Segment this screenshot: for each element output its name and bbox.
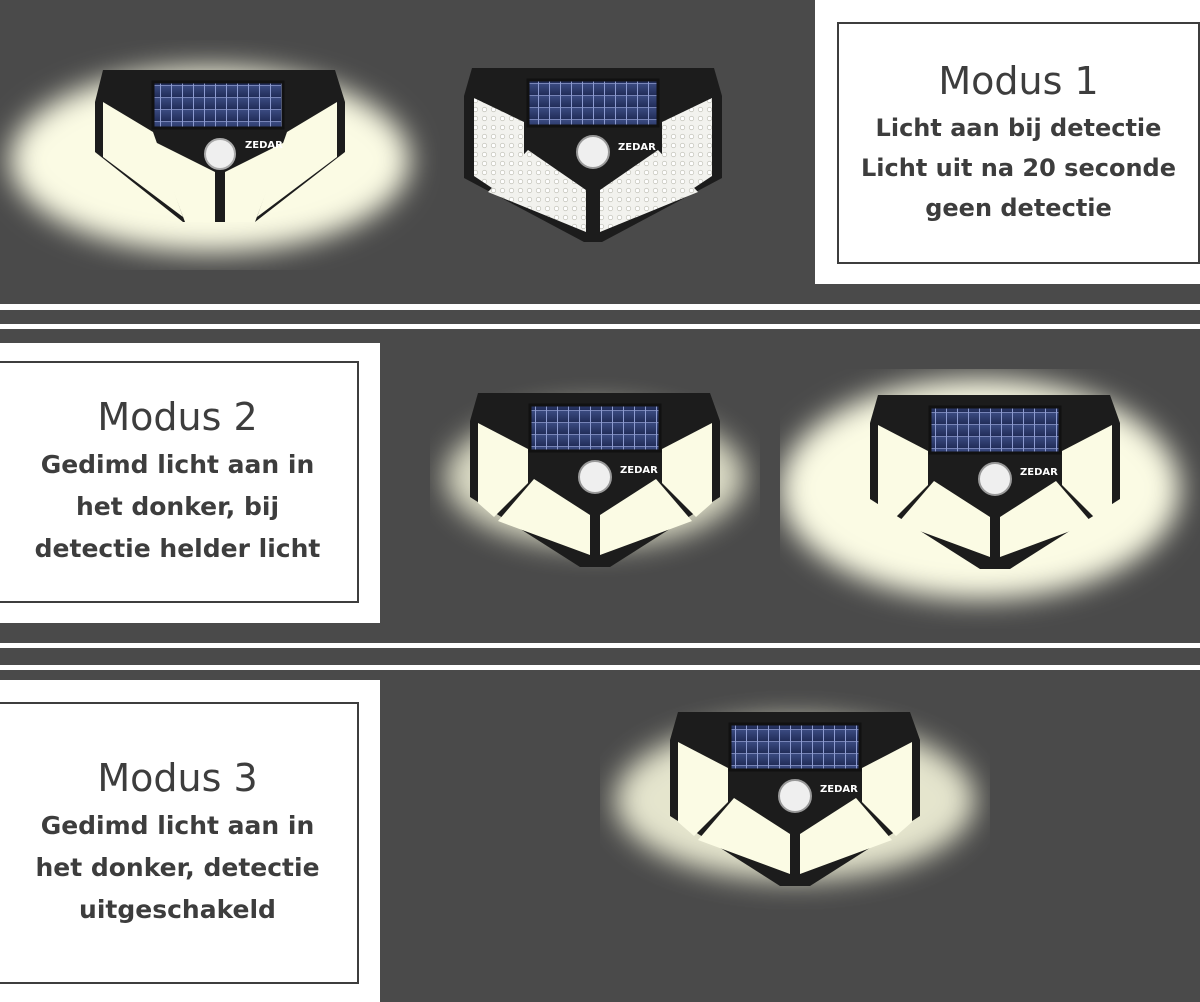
mode-2-title: Modus 2 bbox=[97, 395, 258, 439]
mode-3-panel: Modus 3 Gedimd licht aan in het donker, … bbox=[0, 680, 380, 1002]
mode-3-frame: Modus 3 Gedimd licht aan in het donker, … bbox=[0, 702, 359, 984]
solar-lamp-dimmed: ZEDAR bbox=[445, 393, 745, 567]
mode-1-panel: Modus 1 Licht aan bij detectie Licht uit… bbox=[815, 0, 1200, 284]
solar-lamp-unlit: ZEDAR bbox=[464, 68, 722, 242]
mode-3-band: Modus 3 Gedimd licht aan in het donker, … bbox=[0, 670, 1200, 1002]
solar-lamp-bright: ZEDAR bbox=[780, 379, 1180, 599]
separator-1 bbox=[0, 310, 1200, 324]
mode-2-line-3: detectie helder licht bbox=[34, 534, 321, 563]
mode-3-line-2: het donker, detectie bbox=[35, 853, 320, 882]
mode-1-line-2: Licht uit na 20 seconde bbox=[860, 154, 1176, 182]
mode-1-frame: Modus 1 Licht aan bij detectie Licht uit… bbox=[837, 22, 1200, 264]
mode-2-frame: Modus 2 Gedimd licht aan in het donker, … bbox=[0, 361, 359, 603]
mode-2-line-2: het donker, bij bbox=[75, 492, 280, 521]
brand-label: ZEDAR bbox=[1020, 467, 1058, 478]
separator-2 bbox=[0, 648, 1200, 665]
mode-1-title: Modus 1 bbox=[938, 59, 1099, 103]
mode-3-line-3: uitgeschakeld bbox=[79, 895, 276, 924]
mode-1-band: ZEDAR ZEDAR Modus 1 Licht aan bij detect… bbox=[0, 0, 1200, 304]
mode-2-line-1: Gedimd licht aan in bbox=[40, 450, 315, 479]
mode-3-title: Modus 3 bbox=[97, 756, 258, 800]
mode-3-line-1: Gedimd licht aan in bbox=[40, 811, 315, 840]
mode-1-line-1: Licht aan bij detectie bbox=[875, 114, 1162, 142]
solar-lamp-lit: ZEDAR bbox=[10, 68, 410, 252]
brand-label: ZEDAR bbox=[245, 140, 283, 151]
mode-2-panel: Modus 2 Gedimd licht aan in het donker, … bbox=[0, 343, 380, 623]
brand-label: ZEDAR bbox=[618, 142, 656, 153]
mode-1-line-3: geen detectie bbox=[925, 194, 1112, 222]
solar-lamp-dimmed-mode-3: ZEDAR bbox=[615, 712, 975, 886]
brand-label: ZEDAR bbox=[820, 784, 858, 795]
mode-2-band: Modus 2 Gedimd licht aan in het donker, … bbox=[0, 329, 1200, 643]
brand-label: ZEDAR bbox=[620, 465, 658, 476]
